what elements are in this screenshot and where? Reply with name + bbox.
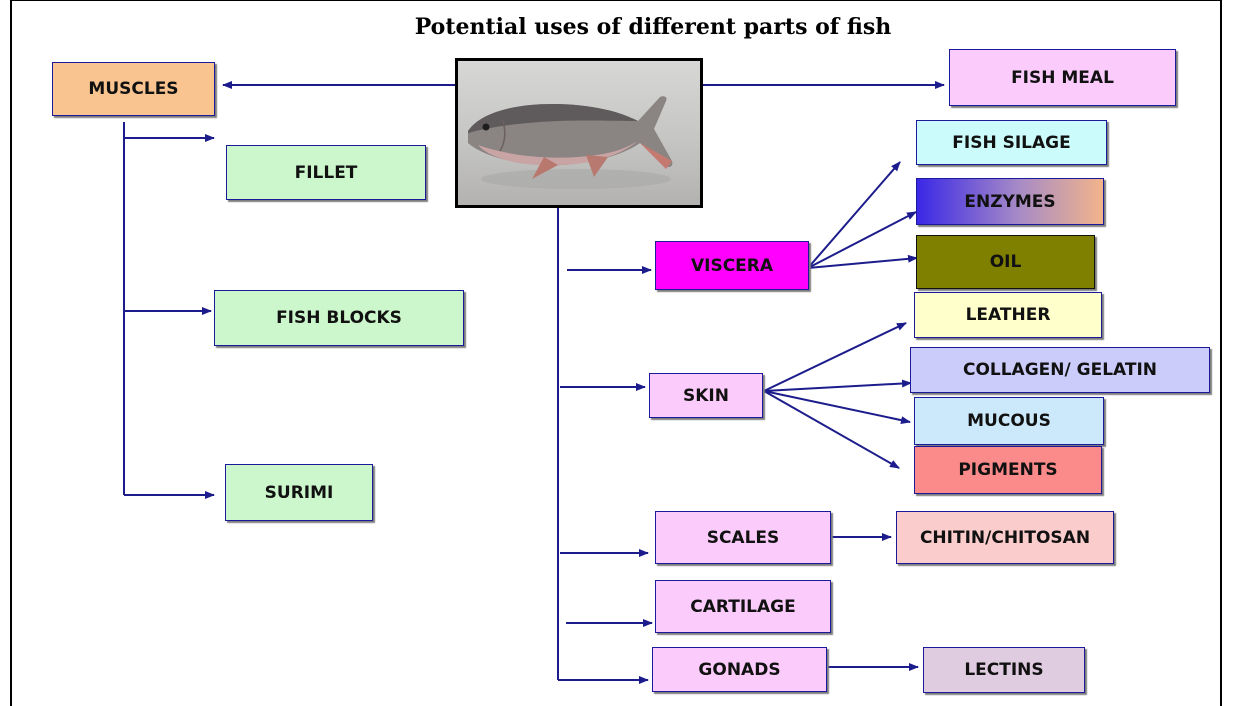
node-pigments: PIGMENTS (914, 446, 1102, 494)
node-fish-blocks: FISH BLOCKS (214, 290, 464, 346)
node-skin: SKIN (649, 373, 763, 418)
node-collagen-gelatin: COLLAGEN/ GELATIN (910, 347, 1210, 393)
node-chitin-chitosan: CHITIN/CHITOSAN (896, 511, 1114, 564)
node-lectins: LECTINS (923, 647, 1085, 693)
node-fillet: FILLET (226, 145, 426, 200)
fish-image (458, 61, 700, 205)
node-gonads: GONADS (652, 647, 827, 692)
fish-photo (455, 58, 703, 208)
node-oil: OIL (916, 235, 1095, 289)
node-fish-silage: FISH SILAGE (916, 120, 1107, 165)
node-fish-meal: FISH MEAL (949, 49, 1176, 106)
node-cartilage: CARTILAGE (655, 580, 831, 633)
node-viscera: VISCERA (655, 241, 809, 290)
node-leather: LEATHER (914, 292, 1102, 338)
node-surimi: SURIMI (225, 464, 373, 521)
node-mucous: MUCOUS (914, 397, 1104, 445)
node-scales: SCALES (655, 511, 831, 564)
node-muscles: MUSCLES (52, 62, 215, 116)
node-enzymes: ENZYMES (916, 178, 1104, 225)
